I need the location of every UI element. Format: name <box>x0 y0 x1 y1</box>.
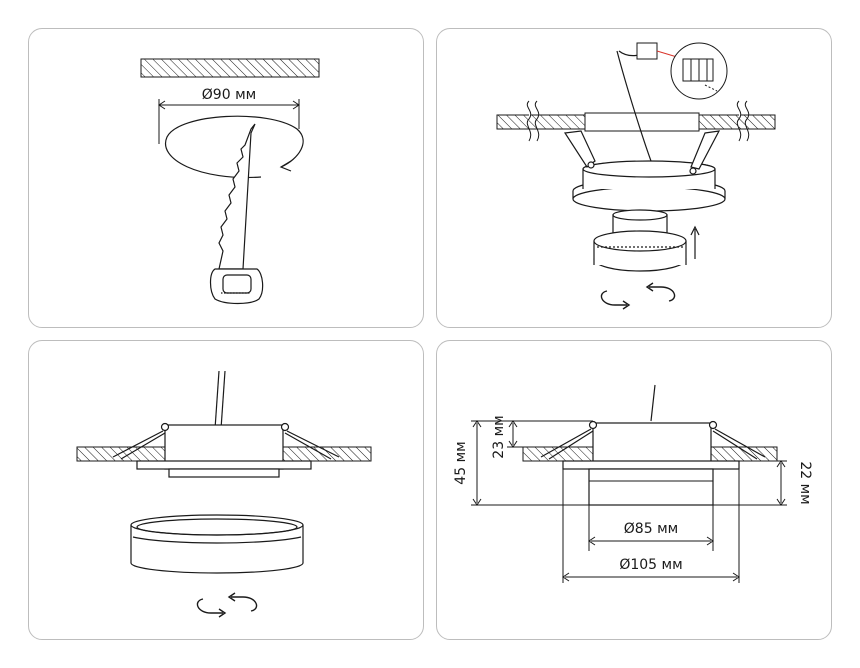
diffuser-disk <box>130 514 304 574</box>
panel-install-diffuser <box>28 340 424 640</box>
spring-clip-right <box>708 420 766 460</box>
housing-cylinder <box>592 422 712 468</box>
up-arrow-icon <box>690 225 700 259</box>
terminal-block-icon <box>636 42 728 100</box>
hole-cut-outline <box>164 115 304 179</box>
dim-label-23: 23 мм <box>491 415 507 458</box>
install-diffuser-illustration <box>76 370 372 618</box>
panel-install-housing <box>436 28 832 328</box>
dim-label-105: Ø105 мм <box>619 557 682 573</box>
hole-diameter-dimension <box>158 99 300 144</box>
dimensions-illustration: 45 мм 23 мм 22 мм Ø85 мм Ø105 мм <box>453 384 813 583</box>
power-wire <box>616 50 652 162</box>
housing-flange <box>136 460 312 470</box>
housing-flange <box>562 460 740 470</box>
install-housing-illustration <box>496 42 776 310</box>
rotation-arrow-icon <box>279 160 292 172</box>
rotate-arrows-icon <box>196 592 258 618</box>
spring-clip-left <box>563 130 596 169</box>
ceiling-slab <box>140 58 320 78</box>
panel-dimensions: 45 мм 23 мм 22 мм Ø85 мм Ø105 мм <box>436 340 832 640</box>
rotate-arrows-icon <box>600 282 676 310</box>
spring-clip-right <box>689 130 721 175</box>
dim-label-85: Ø85 мм <box>624 521 678 537</box>
panel-cut-hole: Ø90 мм <box>28 28 424 328</box>
dim-label-45: 45 мм <box>453 441 469 484</box>
spring-clip-left <box>112 422 170 460</box>
lamp-body <box>588 468 714 506</box>
dim-label-22: 22 мм <box>797 461 813 504</box>
housing-ring <box>572 160 726 212</box>
lamp-module <box>593 209 687 272</box>
saw-icon <box>209 123 264 305</box>
spring-clip-right <box>280 422 340 460</box>
cut-hole-illustration: Ø90 мм <box>140 58 320 305</box>
hole-diameter-label: Ø90 мм <box>202 87 256 103</box>
